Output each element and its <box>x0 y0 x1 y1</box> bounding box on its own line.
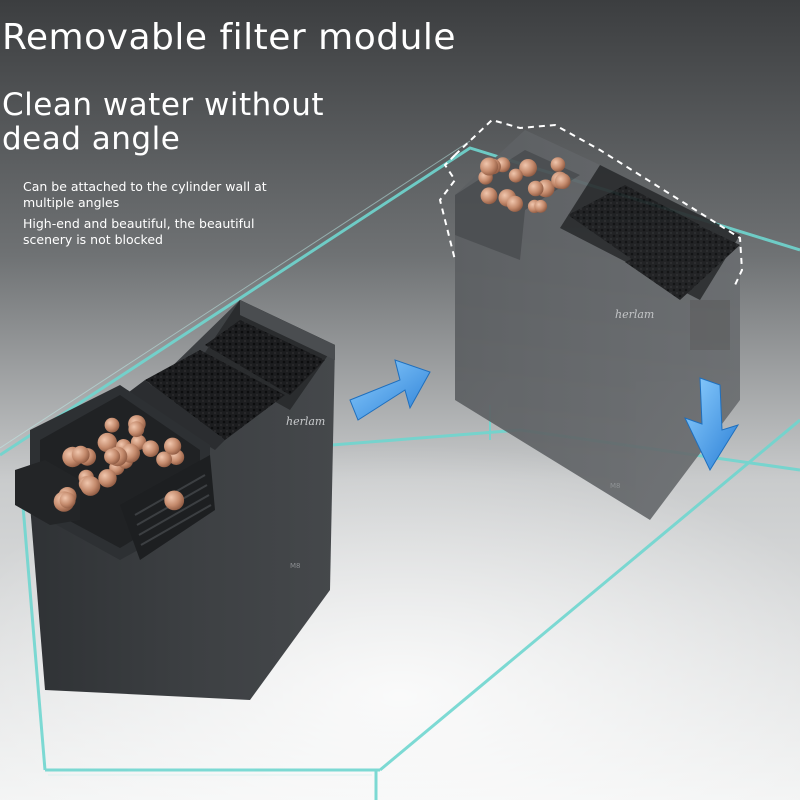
media-ball <box>508 168 523 183</box>
ghost-model-mark: M8 <box>610 482 621 490</box>
media-ball <box>98 469 117 488</box>
media-ball <box>164 490 185 511</box>
feature-text-1: Can be attached to the cylinder wall at … <box>23 179 267 210</box>
media-ball <box>480 157 499 176</box>
media-ball <box>506 195 523 212</box>
media-ball <box>534 199 548 213</box>
media-ball <box>156 451 173 468</box>
page-subtitle: Clean water without dead angle <box>2 87 325 158</box>
media-ball <box>59 492 76 509</box>
media-ball <box>80 476 101 496</box>
media-ball <box>527 180 544 197</box>
media-ball <box>555 173 571 189</box>
media-ball <box>164 437 182 455</box>
glass-tank-reflections <box>0 140 471 776</box>
media-ball <box>97 432 118 453</box>
media-ball <box>519 159 537 177</box>
arrow-right-icon <box>349 359 431 421</box>
media-ball <box>550 157 566 172</box>
ghost-dashed-outline-left <box>438 154 457 261</box>
media-ball <box>128 421 145 438</box>
media-balls <box>53 415 185 512</box>
arrow-down-icon <box>684 377 740 472</box>
ghost-dashed-outline <box>454 118 744 286</box>
media-ball <box>142 440 159 458</box>
media-ball <box>480 187 498 205</box>
feature-text-2: High-end and beautiful, the beautiful sc… <box>23 216 255 247</box>
brand-mark: herlam <box>286 415 325 428</box>
model-mark: M8 <box>290 562 301 570</box>
ghost-media-balls <box>478 157 571 213</box>
media-ball <box>71 445 90 464</box>
ghost-brand-mark: herlam <box>615 308 654 321</box>
page-title: Removable filter module <box>2 17 457 58</box>
media-ball <box>104 448 121 465</box>
media-ball <box>104 417 120 433</box>
